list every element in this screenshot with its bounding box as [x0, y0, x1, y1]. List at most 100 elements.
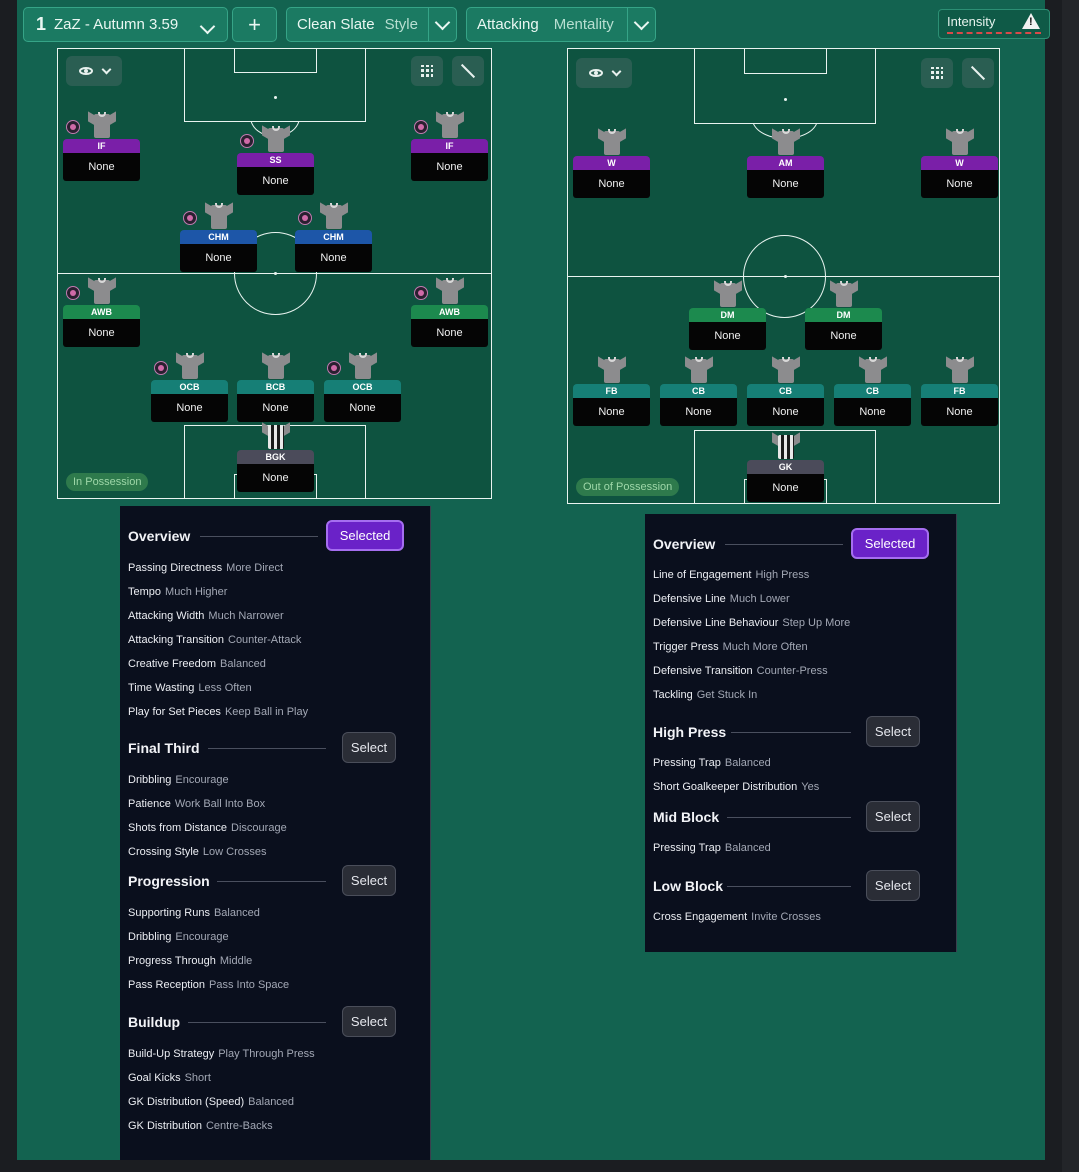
section-divider	[200, 536, 318, 537]
role-icon	[183, 211, 197, 225]
warning-icon: !	[1022, 13, 1040, 29]
shirt-icon	[436, 277, 464, 305]
player-name: None	[324, 394, 401, 422]
in-possession-badge: In Possession	[66, 473, 149, 491]
visibility-toggle[interactable]	[66, 56, 122, 86]
shirt-icon	[320, 202, 348, 230]
shirt-icon	[946, 128, 974, 156]
player-name: None	[921, 170, 998, 198]
player-name: None	[805, 322, 882, 350]
style-value: Clean Slate	[297, 16, 375, 33]
role-label: SS	[237, 153, 314, 167]
role-icon	[66, 286, 80, 300]
selected-button[interactable]: Selected	[851, 528, 929, 559]
top-goal-box	[744, 49, 827, 74]
bottom-penalty-box	[694, 430, 876, 503]
section-title: Mid Block	[653, 809, 720, 825]
shirt-icon	[859, 356, 887, 384]
mentality-value: Attacking	[477, 16, 539, 33]
select-button[interactable]: Select	[342, 732, 396, 763]
section-title: Overview	[128, 528, 191, 544]
select-button[interactable]: Select	[342, 865, 396, 896]
role-icon	[240, 134, 254, 148]
select-button[interactable]: Select	[866, 716, 920, 747]
player-name: None	[237, 394, 314, 422]
in-possession-pitch: In Possession IF None SS None IF None CH…	[57, 48, 492, 499]
top-penalty-spot	[784, 98, 787, 101]
tactic-selector[interactable]: 1 ZaZ - Autumn 3.59	[23, 7, 228, 42]
mentality-dropdown[interactable]: Attacking Mentality	[466, 7, 656, 42]
style-dropdown[interactable]: Clean Slate Style	[286, 7, 457, 42]
centre-circle	[234, 232, 317, 315]
section-title: Buildup	[128, 1014, 181, 1030]
section-divider	[731, 732, 851, 733]
eye-icon	[78, 67, 93, 75]
role-label: DM	[689, 308, 766, 322]
shirt-icon	[262, 352, 290, 380]
section-title: Low Block	[653, 878, 724, 894]
player-name: None	[180, 244, 257, 272]
tactic-name: ZaZ - Autumn 3.59	[54, 16, 179, 33]
shirt-icon	[714, 280, 742, 308]
chevron-down-icon	[611, 66, 621, 76]
role-label: AWB	[411, 305, 488, 319]
player-name: None	[834, 398, 911, 426]
section-divider	[217, 881, 326, 882]
section-title: Overview	[653, 536, 716, 552]
tactic-number: 1	[36, 14, 47, 34]
player-name: None	[921, 398, 998, 426]
intensity-indicator[interactable]: Intensity !	[938, 9, 1050, 39]
select-button[interactable]: Select	[342, 1006, 396, 1037]
role-label: W	[921, 156, 998, 170]
grid-view-button[interactable]	[921, 58, 953, 88]
expand-icon	[461, 64, 475, 78]
expand-button[interactable]	[452, 56, 484, 86]
player-name: None	[747, 398, 824, 426]
intensity-label: Intensity	[947, 14, 996, 29]
section-title: Progression	[128, 873, 210, 889]
section-divider	[727, 886, 851, 887]
role-label: GK	[747, 460, 824, 474]
selected-button[interactable]: Selected	[326, 520, 404, 551]
section-divider	[725, 544, 843, 545]
select-button[interactable]: Select	[866, 870, 920, 901]
expand-button[interactable]	[962, 58, 994, 88]
shirt-icon	[262, 125, 290, 153]
select-button[interactable]: Select	[866, 801, 920, 832]
shirt-icon	[598, 356, 626, 384]
role-label: FB	[573, 384, 650, 398]
grid-view-button[interactable]	[411, 56, 443, 86]
visibility-toggle[interactable]	[576, 58, 632, 88]
shirt-icon	[598, 128, 626, 156]
role-label: DM	[805, 308, 882, 322]
chevron-down-icon	[627, 8, 655, 41]
role-label: CHM	[295, 230, 372, 244]
window-edge	[1062, 0, 1079, 1172]
player-name: None	[63, 153, 140, 181]
role-icon	[298, 211, 312, 225]
player-name: None	[573, 170, 650, 198]
player-name: None	[660, 398, 737, 426]
add-tactic-button[interactable]: +	[232, 7, 277, 42]
chevron-down-icon	[428, 8, 456, 41]
intensity-bar	[947, 32, 1041, 34]
section-divider	[727, 817, 851, 818]
shirt-icon	[772, 356, 800, 384]
